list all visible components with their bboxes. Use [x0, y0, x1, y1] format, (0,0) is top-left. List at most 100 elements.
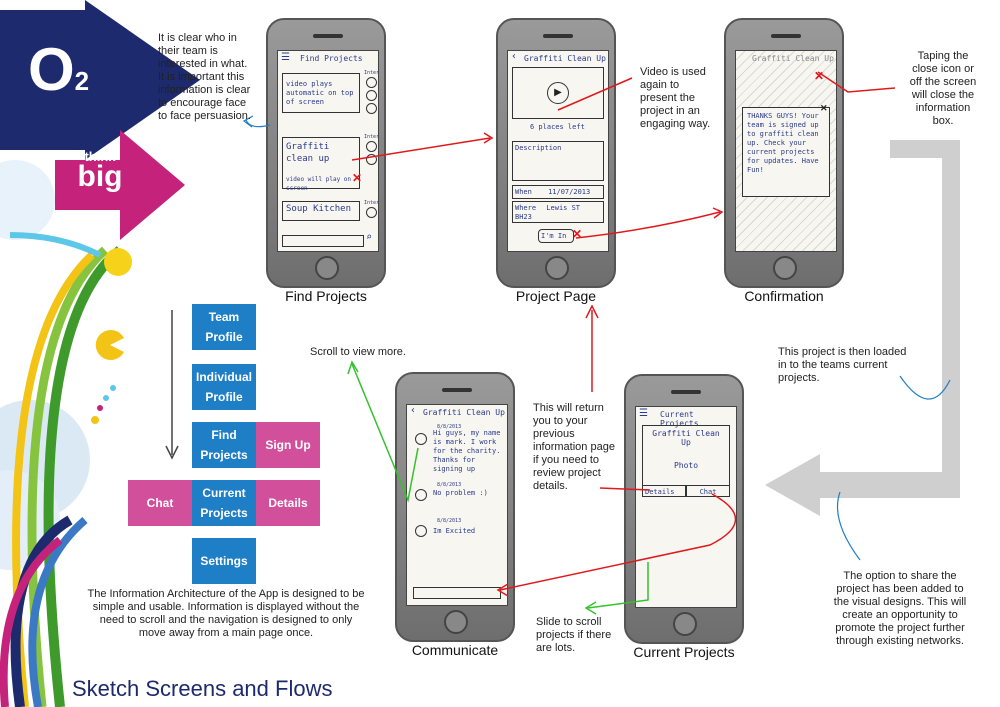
card-photo: Photo: [673, 461, 699, 470]
interest-avatar: [366, 103, 377, 114]
message-1: Hi guys, my name is mark. I work for the…: [433, 429, 501, 473]
project-card-soup[interactable]: Soup Kitchen: [282, 201, 360, 221]
back-icon[interactable]: ‹: [410, 405, 417, 416]
video-area[interactable]: ▶: [512, 67, 604, 119]
flow-green-scroll: [351, 363, 419, 503]
avatar: [415, 525, 427, 537]
ia-current-projects: Current Projects: [192, 480, 256, 526]
ia-sign-up: Sign Up: [256, 422, 320, 468]
play-icon[interactable]: ▶: [547, 82, 569, 104]
note-close: Taping the close icon or off the screen …: [909, 50, 977, 127]
details-button[interactable]: Details: [642, 485, 686, 497]
close-box-icon[interactable]: ✕: [820, 103, 828, 113]
home-button[interactable]: [444, 610, 468, 634]
ia-individual-profile: Individual Profile: [192, 364, 256, 410]
where-value: Lewis ST BH23: [515, 204, 581, 221]
flow-red-chat: [499, 493, 737, 591]
interest-avatar: [366, 154, 377, 165]
home-button[interactable]: [673, 612, 697, 636]
flow-green-slide: [587, 562, 649, 609]
flow-blue-3: [836, 491, 861, 561]
phone-current-projects: ☰ Current Projects Graffiti Clean Up Pho…: [624, 374, 744, 644]
screen-project-page: ‹ Graffiti Clean Up ▶ 6 places left Desc…: [507, 50, 609, 252]
screen-header: Current Projects: [660, 410, 699, 428]
caption-find-projects: Find Projects: [285, 288, 367, 304]
screen-confirmation: Graffiti Clean Up THANKS GUYS! Your team…: [735, 50, 837, 252]
decorative-art: [0, 0, 200, 707]
home-button[interactable]: [315, 256, 339, 280]
note-video: Video is used again to present the proje…: [640, 66, 711, 130]
ia-find-projects: Find Projects: [192, 422, 256, 468]
phone-find-projects: ☰ Find Projects video plays automatic on…: [266, 18, 386, 288]
note-loaded: This project is then loaded in to the te…: [778, 346, 907, 384]
card-text: video plays automatic on top of screen: [286, 80, 354, 106]
interests-label-2: Interests: [364, 134, 379, 140]
flow-red-1: [351, 137, 491, 161]
screen-header: Graffiti Clean Up: [752, 54, 834, 63]
im-in-button[interactable]: I'm In: [538, 229, 574, 243]
message-2: No problem :): [433, 489, 488, 497]
message-input[interactable]: [413, 587, 501, 599]
card-title: Graffiti Clean Up: [652, 429, 720, 447]
screen-current-projects: ☰ Current Projects Graffiti Clean Up Pho…: [635, 406, 737, 608]
close-icon[interactable]: ✕: [572, 227, 583, 241]
caption-communicate: Communicate: [411, 642, 499, 658]
flow-red-video: [557, 77, 633, 111]
message-date: 8/8/2013: [437, 482, 462, 488]
note-ia: The Information Architecture of the App …: [87, 588, 365, 639]
note-slide: Slide to scroll projects if there are lo…: [536, 616, 612, 654]
screen-header: Find Projects: [300, 54, 363, 63]
card-title: Graffiti clean up: [286, 142, 330, 164]
interest-avatar: [366, 77, 377, 88]
avatar: [415, 489, 427, 501]
card-text: Soup Kitchen: [286, 204, 352, 214]
interest-avatar: [366, 207, 377, 218]
search-icon[interactable]: ⌕: [366, 232, 373, 243]
project-card-video[interactable]: video plays automatic on top of screen: [282, 73, 360, 113]
ia-chat: Chat: [128, 480, 192, 526]
speaker: [442, 388, 472, 392]
menu-icon[interactable]: ☰: [281, 52, 290, 63]
where-row: Where Lewis ST BH23: [512, 201, 604, 223]
flow-blue-2: [899, 375, 951, 400]
page-title: Sketch Screens and Flows: [72, 676, 333, 701]
note-share: The option to share the project has been…: [833, 570, 967, 647]
ia-settings: Settings: [192, 538, 256, 584]
flow-red-details: [599, 487, 651, 491]
phone-confirmation: Graffiti Clean Up THANKS GUYS! Your team…: [724, 18, 844, 288]
screen-communicate: ‹ Graffiti Clean Up 8/8/2013 Hi guys, my…: [406, 404, 508, 606]
when-value: 11/07/2013: [548, 188, 591, 196]
menu-icon[interactable]: ☰: [639, 408, 648, 419]
o2-logo-sub: 2: [74, 66, 90, 96]
card-sub: video will play on screen: [286, 176, 352, 192]
close-icon[interactable]: ✕: [352, 171, 363, 185]
where-label: Where: [515, 204, 537, 212]
close-icon[interactable]: ✕: [814, 69, 825, 83]
confirmation-box: THANKS GUYS! Your team is signed up to g…: [742, 107, 830, 197]
chat-button[interactable]: Chat: [686, 485, 730, 497]
interests-label-1: Interests: [364, 70, 379, 76]
places-left: 6 places left: [530, 123, 585, 131]
back-icon[interactable]: ‹: [511, 51, 518, 62]
desc-label: Description: [515, 144, 562, 152]
message-3: Im Excited: [433, 527, 476, 535]
note-scroll: Scroll to view more.: [310, 346, 406, 358]
confirmation-message: THANKS GUYS! Your team is signed up to g…: [747, 112, 819, 174]
flow-arrow-grey: [765, 140, 960, 516]
think-big-logo: think big: [70, 149, 130, 192]
speaker: [771, 34, 801, 38]
bottom-bar: [282, 235, 364, 247]
message-date: 8/8/2013: [437, 518, 462, 524]
flow-blue-1: [245, 119, 271, 128]
phone-project-page: ‹ Graffiti Clean Up ▶ 6 places left Desc…: [496, 18, 616, 288]
home-button[interactable]: [773, 256, 797, 280]
ia-team-profile: Team Profile: [192, 304, 256, 350]
flow-red-2: [575, 211, 721, 239]
tagline-top: think: [84, 149, 116, 164]
message-date: 8/8/2013: [437, 424, 462, 430]
interest-avatar: [366, 141, 377, 152]
home-button[interactable]: [545, 256, 569, 280]
interests-label-3: Interests: [364, 200, 379, 206]
project-card-graffiti[interactable]: Graffiti clean up video will play on scr…: [282, 137, 360, 192]
